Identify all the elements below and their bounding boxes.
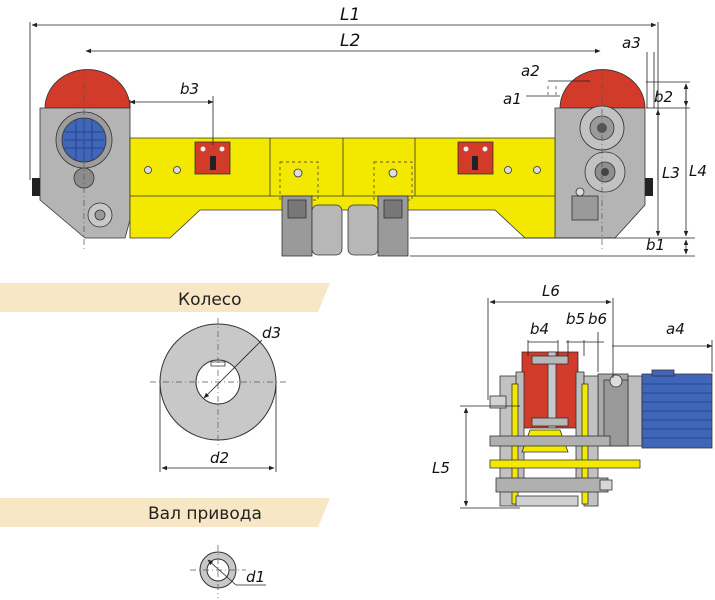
dim-d1: d1 xyxy=(246,568,265,586)
dim-L3: L3 xyxy=(662,164,680,182)
dim-a2: a2 xyxy=(521,62,540,80)
wheel-banner xyxy=(0,283,330,312)
dim-b5: b5 xyxy=(566,310,585,328)
dim-d2: d2 xyxy=(210,449,229,467)
right-wheel xyxy=(559,69,646,109)
dim-L2: L2 xyxy=(340,31,360,51)
right-buffer xyxy=(347,204,379,256)
drive-shaft-section: Вал привода d1 xyxy=(0,498,330,598)
dim-a3: a3 xyxy=(622,34,641,52)
dim-b1: b1 xyxy=(646,236,665,254)
dim-a4: a4 xyxy=(666,320,685,338)
dim-d3: d3 xyxy=(262,324,281,342)
dim-b4: b4 xyxy=(530,320,549,338)
left-wheel xyxy=(44,69,131,109)
carriage-side-view xyxy=(489,351,713,507)
carriage-front-view xyxy=(32,69,653,257)
dim-L5: L5 xyxy=(432,459,450,477)
wheel-section: Колесо d3 d2 xyxy=(0,283,330,472)
carriage-beam xyxy=(129,137,556,239)
dim-L6: L6 xyxy=(542,282,560,300)
dim-a1: a1 xyxy=(503,90,522,108)
side-dimensions: L6 b4 b5 b6 a4 L5 xyxy=(432,282,713,509)
dim-L4: L4 xyxy=(689,162,707,180)
dim-b2: b2 xyxy=(654,88,673,106)
wheel-title: Колесо xyxy=(178,290,242,310)
drive-shaft-title: Вал привода xyxy=(148,504,262,524)
drive-shaft-banner xyxy=(0,498,330,527)
dim-L1: L1 xyxy=(340,5,360,25)
dim-b3: b3 xyxy=(180,80,199,98)
top-dimensions: L1 L2 b3 a3 a2 a1 b2 L3 L4 b1 xyxy=(29,5,707,257)
dim-b6: b6 xyxy=(588,310,607,328)
